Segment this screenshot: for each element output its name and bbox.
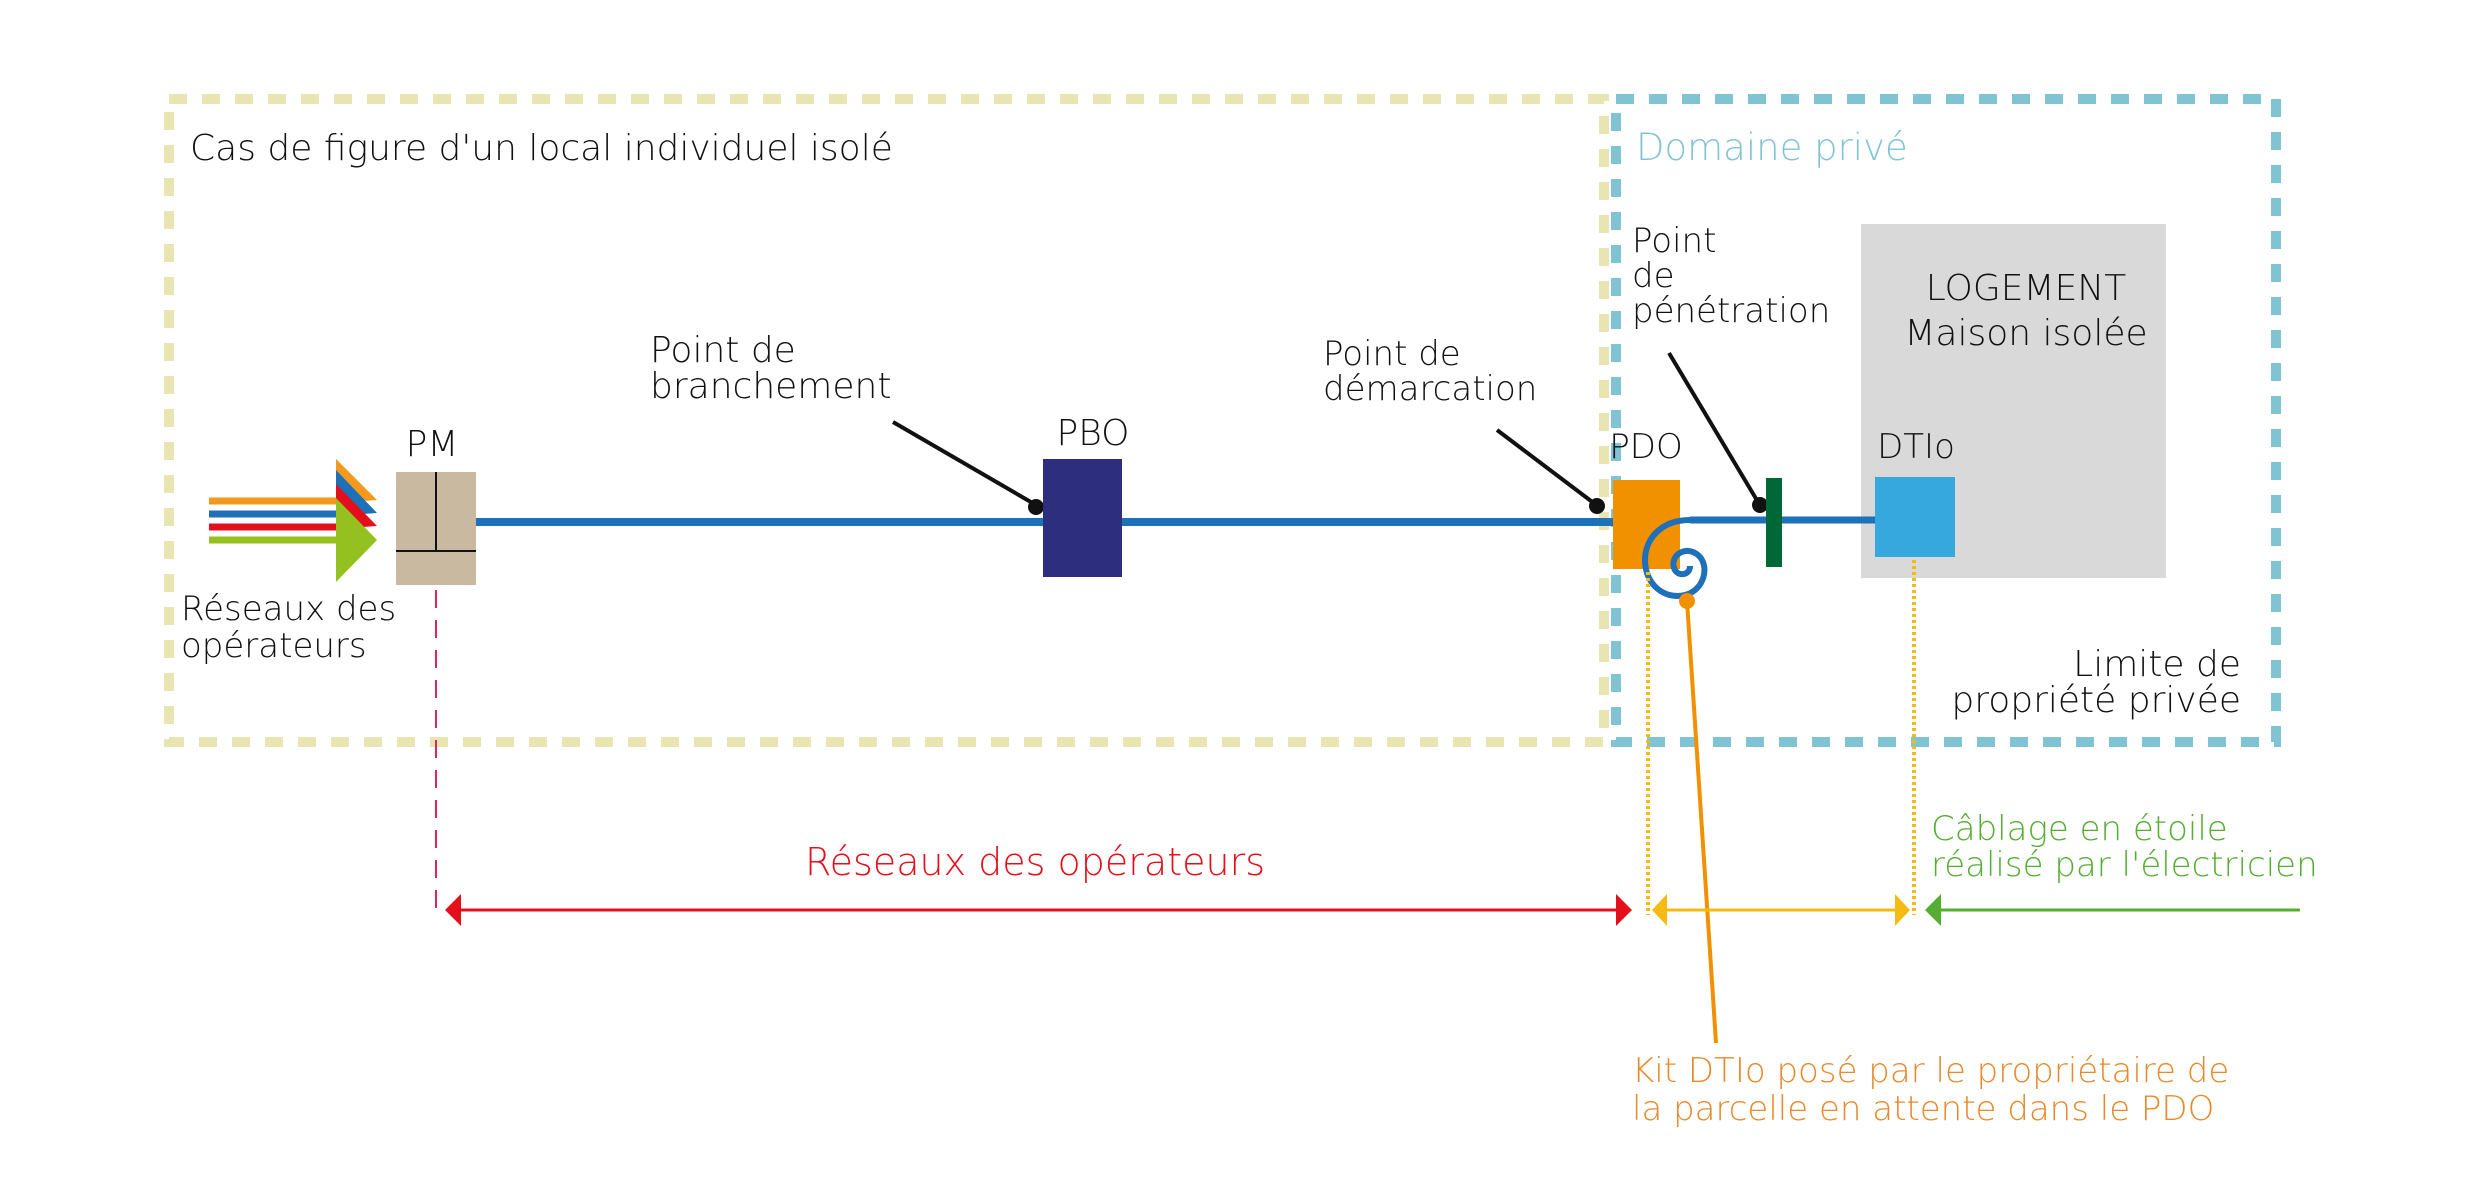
dtio-box xyxy=(1875,477,1955,557)
callout-penetration-line2: de xyxy=(1632,256,1675,296)
span-electrician-line2: réalisé par l'électricien xyxy=(1931,845,2318,885)
callout-demarcation-line2: démarcation xyxy=(1323,369,1537,409)
callout-demarcation-line1: Point de xyxy=(1323,334,1461,374)
span-owner-arrow-right xyxy=(1895,894,1910,926)
zone-private-title: Domaine privé xyxy=(1636,126,1908,169)
kit-note-line2: la parcelle en attente dans le PDO xyxy=(1632,1089,2214,1129)
zone-individual-border xyxy=(164,94,1609,747)
callout-penetration-dot xyxy=(1752,497,1768,513)
callout-demarcation-leader xyxy=(1495,428,1597,506)
dtio-kit-coil-icon xyxy=(1641,517,1708,599)
callout-branchement-line1: Point de xyxy=(650,330,796,371)
callout-branchement-line2: branchement xyxy=(650,366,891,407)
pbo-box xyxy=(1043,459,1122,577)
limite-line1: Limite de xyxy=(2073,644,2241,685)
span-owner-arrow-left xyxy=(1652,894,1667,926)
zone-private-border xyxy=(1611,94,2281,747)
span-operators-arrow-left xyxy=(445,894,461,926)
operator-fibers xyxy=(209,459,377,582)
penetration-marker xyxy=(1766,478,1782,567)
network-label-line1: Réseaux des xyxy=(181,589,396,629)
dtio-label: DTIo xyxy=(1877,427,1955,467)
callout-branchement-leader xyxy=(891,420,1038,507)
pdo-label: PDO xyxy=(1609,427,1682,467)
zone-individual-title: Cas de figure d'un local individuel isol… xyxy=(190,128,893,169)
limite-line2: propriété privée xyxy=(1951,680,2241,721)
callout-penetration-line3: pénétration xyxy=(1632,291,1830,331)
network-label-line2: opérateurs xyxy=(181,626,367,666)
callout-demarcation-dot xyxy=(1589,498,1605,514)
logement-title: LOGEMENT xyxy=(1926,268,2126,309)
fiber-arrow-green xyxy=(336,498,377,582)
kit-leader-line xyxy=(1685,600,1718,1044)
span-electrician-line1: Câblage en étoile xyxy=(1931,809,2228,849)
pbo-label: PBO xyxy=(1057,413,1130,454)
kit-note-line1: Kit DTIo posé par le propriétaire de xyxy=(1632,1051,2229,1091)
callout-penetration-leader xyxy=(1667,351,1760,504)
callout-branchement-dot xyxy=(1028,499,1044,515)
pm-cabinet xyxy=(396,472,476,585)
span-electrician-arrow-left xyxy=(1925,894,1941,926)
pm-label: PM xyxy=(406,424,459,465)
callout-penetration-line1: Point xyxy=(1632,221,1716,261)
span-operators-label: Réseaux des opérateurs xyxy=(805,840,1265,884)
span-operators-arrow-right xyxy=(1616,894,1632,926)
logement-subtitle: Maison isolée xyxy=(1904,313,2147,354)
